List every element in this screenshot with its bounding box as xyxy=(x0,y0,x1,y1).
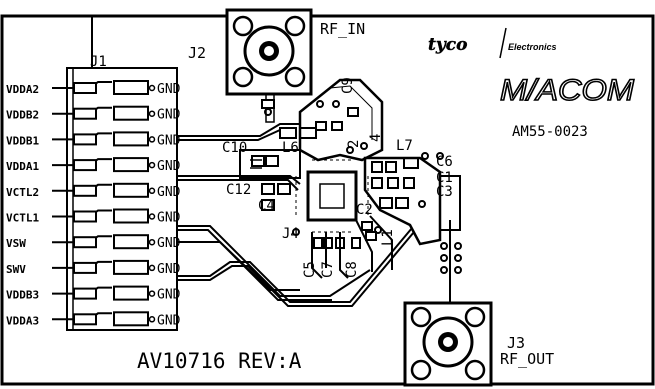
gnd-label: GND xyxy=(157,211,181,226)
connector-j1: J1 xyxy=(66,16,178,331)
gnd-label: GND xyxy=(157,82,181,97)
pin-signal-label: VDDB1 xyxy=(6,134,39,147)
pin-row: VCTL2 GND xyxy=(6,182,181,200)
pin-row: SWV GND xyxy=(6,259,181,277)
gnd-pad xyxy=(113,259,149,275)
pin-pad xyxy=(73,107,97,120)
pin-row: VSW GND xyxy=(6,234,181,251)
gnd-pad xyxy=(113,208,149,224)
gnd-via xyxy=(148,187,156,195)
logo-divider xyxy=(499,27,507,59)
pin-signal-label: VDDA1 xyxy=(6,160,39,173)
gnd-pad xyxy=(113,131,149,147)
j3-label: J3 xyxy=(507,334,525,352)
gnd-label: GND xyxy=(157,288,181,303)
gnd-label: GND xyxy=(157,236,181,251)
tyco-logo: tyco xyxy=(428,35,467,55)
c10-label: C10 xyxy=(222,140,247,156)
pin-signal-label: VDDA3 xyxy=(6,314,39,327)
gnd-pad xyxy=(113,285,149,301)
j2-label: J2 xyxy=(188,44,206,62)
c6-label: C6 xyxy=(436,154,453,170)
gnd-via xyxy=(148,84,156,92)
rf-out-label: RF_OUT xyxy=(500,350,554,368)
pin-row: VDDA3 GND xyxy=(6,311,181,328)
part-number: AM55-0023 xyxy=(512,124,588,140)
gnd-label: GND xyxy=(157,108,181,123)
board-outline xyxy=(0,14,655,386)
gnd-via xyxy=(148,290,156,297)
pin-pad xyxy=(73,261,97,274)
routing-area xyxy=(239,78,462,279)
pin-row: VDDA1 GND xyxy=(6,157,181,174)
pin-pad xyxy=(73,287,97,300)
c3-label: C3 xyxy=(436,184,453,200)
component-labels: C9 2 4 C10 L6 L7 C6 C1 C3 C12 C4 C2 J4 L… xyxy=(222,77,453,278)
pin-row: VCTL1 GND xyxy=(6,208,181,226)
c2-label: C2 xyxy=(356,202,373,218)
board-name: AV10716 REV:A xyxy=(137,349,302,373)
c8-label: C8 xyxy=(344,261,360,278)
l7-label: L7 xyxy=(396,138,413,154)
gnd-label: GND xyxy=(157,159,181,174)
pin-pad xyxy=(73,210,97,223)
c1-label: C1 xyxy=(436,170,453,186)
l6-label: L6 xyxy=(282,140,299,156)
connector-j3: J3 RF_OUT xyxy=(403,301,554,387)
c4-label: C4 xyxy=(258,198,275,214)
gnd-via xyxy=(148,316,156,323)
rf-in-label: RF_IN xyxy=(320,20,365,38)
gnd-via xyxy=(148,264,156,272)
c5-label: C5 xyxy=(302,261,318,278)
r2-label: 2 xyxy=(346,140,362,148)
pin-pad xyxy=(73,236,97,249)
gnd-pad xyxy=(113,182,149,198)
l1-label: L1 xyxy=(380,229,396,246)
gnd-pad xyxy=(113,311,149,327)
electronics-logo: Electronics xyxy=(508,42,557,52)
gnd-label: GND xyxy=(157,262,181,277)
r4-label: 4 xyxy=(368,134,384,142)
pin-pad xyxy=(73,133,97,146)
pin-signal-label: SWV xyxy=(6,263,26,276)
pin-row: VDDA2 GND xyxy=(6,80,181,97)
pin-pad xyxy=(73,159,97,172)
pin-signal-label: VCTL2 xyxy=(6,186,39,199)
brand-logos: tyco Electronics M/ACOM AM55-0023 xyxy=(428,27,635,140)
pin-pad xyxy=(73,82,97,94)
gnd-label: GND xyxy=(157,313,181,328)
gnd-pad xyxy=(113,105,149,121)
pin-signal-label: VDDB2 xyxy=(6,109,39,122)
gnd-via xyxy=(148,110,156,117)
pin-row: VDDB1 GND xyxy=(6,131,181,148)
gnd-pad xyxy=(113,157,149,173)
gnd-via xyxy=(148,238,156,246)
gnd-pad xyxy=(113,80,149,95)
j4-label: J4 xyxy=(282,226,299,242)
pin-pad xyxy=(73,313,97,326)
pin-pad xyxy=(73,184,97,197)
pin-row: VDDB3 GND xyxy=(6,285,181,303)
gnd-label: GND xyxy=(157,185,181,200)
gnd-via xyxy=(148,136,156,143)
pin-signal-label: VDDB3 xyxy=(6,289,39,302)
gnd-pad xyxy=(113,234,149,250)
macom-logo: M/ACOM xyxy=(500,74,634,107)
j1-label: J1 xyxy=(90,54,107,70)
gnd-via xyxy=(148,213,156,220)
gnd-label: GND xyxy=(157,133,181,148)
c7-label: C7 xyxy=(320,261,336,278)
pin-row: VDDB2 GND xyxy=(6,105,181,123)
c12-label: C12 xyxy=(226,182,251,198)
pin-signal-label: VCTL1 xyxy=(6,212,39,225)
bias-traces xyxy=(176,123,415,307)
pin-signal-label: VDDA2 xyxy=(6,83,39,96)
pin-signal-label: VSW xyxy=(6,237,26,250)
gnd-via xyxy=(148,161,156,169)
c9-label: C9 xyxy=(340,77,356,94)
